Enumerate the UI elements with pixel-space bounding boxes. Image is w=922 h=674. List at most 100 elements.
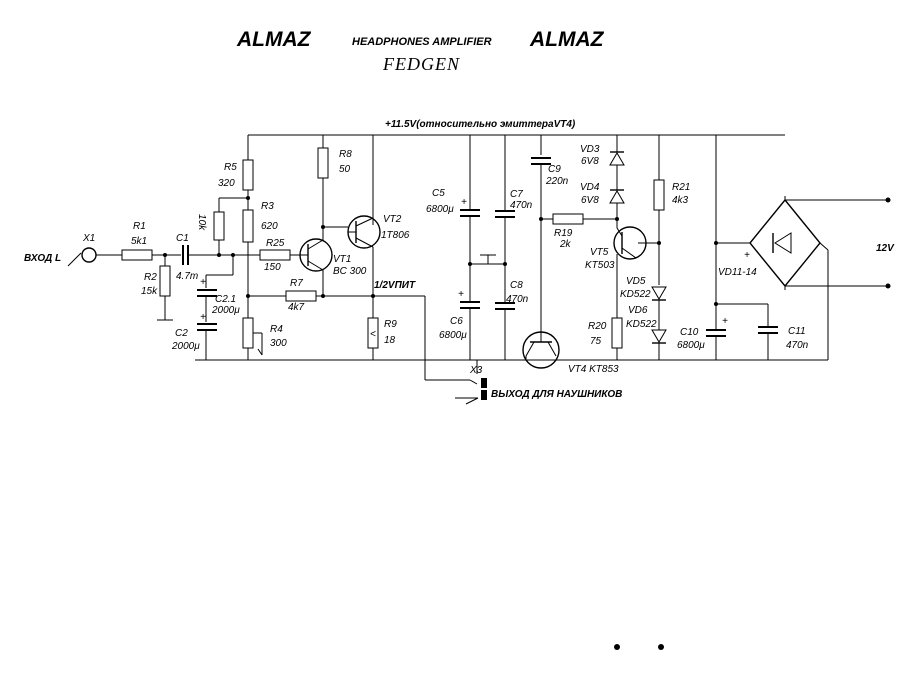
- r1-value: 5k1: [131, 236, 147, 247]
- vd5-value: KD522: [620, 289, 651, 300]
- resistor-r7: [285, 290, 317, 302]
- diode-vd6: [651, 329, 667, 343]
- r9-ref: R9: [384, 319, 397, 330]
- vt1-value: BC 300: [333, 266, 367, 277]
- c2-1-plus: +: [200, 277, 206, 288]
- resistor-r4: [242, 317, 254, 349]
- r19-ref: R19: [554, 228, 573, 239]
- output-jack-icon: [481, 378, 487, 388]
- c9-value: 220n: [545, 176, 569, 187]
- r20-ref: R20: [588, 321, 607, 332]
- output-connector-ref: X3: [469, 365, 483, 376]
- r5-ref: R5: [224, 162, 237, 173]
- c11-value: 470n: [786, 340, 809, 351]
- c6-value: 6800μ: [439, 330, 467, 341]
- c2-1-ref: C2.1: [215, 294, 236, 305]
- c5-ref: C5: [432, 188, 445, 199]
- r20-value: 75: [590, 336, 602, 347]
- resistor-r6: [213, 211, 225, 241]
- bridge-plus: +: [744, 250, 750, 261]
- r6-value: 10k: [196, 214, 207, 231]
- r2-ref: R2: [144, 272, 157, 283]
- c5-value: 6800μ: [426, 204, 454, 215]
- vt5-ref: VT5: [590, 247, 609, 258]
- vd6-value: KD522: [626, 319, 657, 330]
- c2-ref: C2: [175, 328, 188, 339]
- r3-ref: R3: [261, 201, 274, 212]
- vt5-value: KT503: [585, 260, 615, 271]
- c10-value: 6800μ: [677, 340, 705, 351]
- c7-ref: C7: [510, 189, 523, 200]
- c11-ref: C11: [788, 326, 806, 337]
- r8-ref: R8: [339, 149, 352, 160]
- c8-ref: C8: [510, 280, 523, 291]
- input-jack-icon: [81, 247, 97, 263]
- resistor-r21: [653, 179, 665, 211]
- r25-value: 150: [264, 262, 281, 273]
- c10-ref: C10: [680, 327, 699, 338]
- schematic-subtitle: HEADPHONES AMPLIFIER: [352, 36, 492, 48]
- resistor-r3: [242, 209, 254, 243]
- c2-plus: +: [200, 312, 206, 323]
- c1-value: 4.7m: [176, 271, 198, 282]
- c1-ref: C1: [176, 233, 189, 244]
- output-label: ВЫХОД ДЛЯ НАУШНИКОВ: [491, 389, 622, 400]
- vd5-ref: VD5: [626, 276, 646, 287]
- resistor-r5: [242, 159, 254, 191]
- r2-value: 15k: [141, 286, 158, 297]
- resistor-r1: [121, 249, 153, 261]
- c10-plus: +: [722, 316, 728, 327]
- bridge-diode-icon: [774, 232, 792, 254]
- c5-plus: +: [461, 197, 467, 208]
- r4-ref: R4: [270, 324, 283, 335]
- c9-ref: C9: [548, 164, 561, 175]
- r8-value: 50: [339, 164, 351, 175]
- r7-value: 4k7: [288, 302, 305, 313]
- c2-1-value: 2000μ: [211, 305, 240, 316]
- stray-dot: [658, 644, 664, 650]
- zener-vd3: [609, 152, 625, 166]
- terminal-12v-a: [885, 197, 891, 203]
- r19-value: 2k: [559, 239, 572, 250]
- c2-value: 2000μ: [171, 341, 200, 352]
- vd4-value: 6V8: [581, 195, 599, 206]
- r21-ref: R21: [672, 182, 690, 193]
- resistor-r8: [317, 147, 329, 179]
- r1-ref: R1: [133, 221, 146, 232]
- half-supply-label: 1/2VПИТ: [374, 280, 416, 291]
- resistor-r19: [552, 213, 584, 225]
- r5-value: 320: [218, 178, 235, 189]
- r7-ref: R7: [290, 278, 303, 289]
- input-label: ВХОД L: [24, 253, 61, 264]
- terminal-12v-b: [885, 283, 891, 289]
- input-connector-ref: X1: [82, 233, 95, 244]
- r25-ref: R25: [266, 238, 285, 249]
- r9-value: 18: [384, 335, 396, 346]
- supply-voltage-label: 12V: [876, 243, 895, 254]
- vt1-ref: VT1: [333, 254, 351, 265]
- resistor-r2: [159, 265, 171, 297]
- author-name: FEDGEN: [382, 54, 460, 74]
- r9-arrow-icon: <: [370, 329, 376, 340]
- vt4-label: VT4 KT853: [568, 364, 619, 375]
- brand-right: ALMAZ: [529, 28, 605, 51]
- brand-left: ALMAZ: [236, 28, 312, 51]
- vd4-ref: VD4: [580, 182, 600, 193]
- resistor-r25: [259, 249, 291, 261]
- c6-ref: C6: [450, 316, 463, 327]
- vt2-ref: VT2: [383, 214, 402, 225]
- vd3-ref: VD3: [580, 144, 600, 155]
- stray-dot: [614, 644, 620, 650]
- r3-value: 620: [261, 221, 278, 232]
- vd6-ref: VD6: [628, 305, 648, 316]
- c8-value: 470n: [506, 294, 529, 305]
- vd3-value: 6V8: [581, 156, 599, 167]
- diode-vd5: [651, 286, 667, 300]
- c7-value: 470n: [510, 200, 533, 211]
- r4-value: 300: [270, 338, 287, 349]
- vt2-value: 1T806: [381, 230, 410, 241]
- r21-value: 4k3: [672, 195, 689, 206]
- zener-vd4: [609, 190, 625, 204]
- c6-plus: +: [458, 289, 464, 300]
